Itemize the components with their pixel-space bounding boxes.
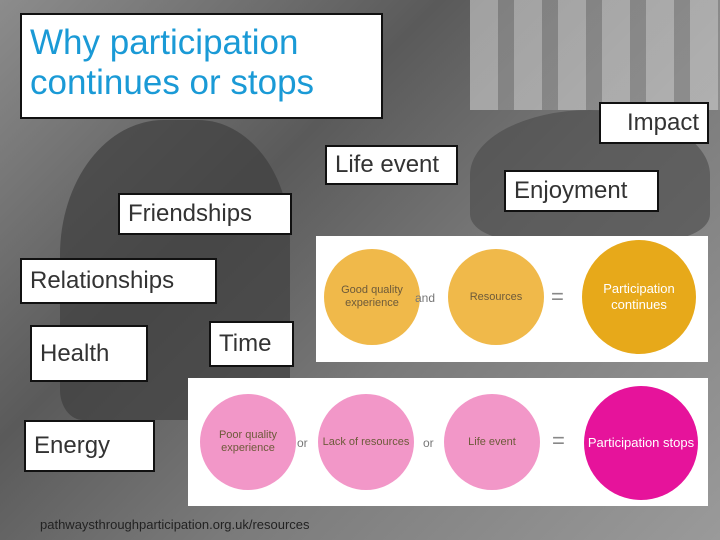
wall-frames	[470, 0, 720, 110]
circle-participation-stops: Participation stops	[584, 386, 698, 500]
diagram-participation-continues: Good quality experience and Resources = …	[316, 236, 708, 362]
label-impact: Impact	[599, 102, 709, 144]
label-relationships: Relationships	[20, 258, 217, 304]
slide-title: Why participation continues or stops	[20, 13, 383, 119]
operator-and: and	[415, 291, 436, 305]
circle-life-event: Life event	[444, 394, 540, 490]
label-energy: Energy	[24, 420, 155, 472]
equals-sign: =	[552, 428, 565, 453]
diagram-participation-stops: Poor quality experience or Lack of resou…	[188, 378, 708, 506]
circle-lack-of-resources: Lack of resources	[318, 394, 414, 490]
operator-or-1: or	[297, 436, 308, 450]
circle-good-quality-experience: Good quality experience	[324, 249, 420, 345]
operator-or-2: or	[423, 436, 434, 450]
label-friendships: Friendships	[118, 193, 292, 235]
circle-poor-quality-experience: Poor quality experience	[200, 394, 296, 490]
equals-sign: =	[551, 284, 564, 309]
circle-resources: Resources	[448, 249, 544, 345]
label-enjoyment: Enjoyment	[504, 170, 659, 212]
label-life-event: Life event	[325, 145, 458, 185]
source-url: pathwaysthroughparticipation.org.uk/reso…	[40, 517, 310, 532]
circle-participation-continues: Participation continues	[582, 240, 696, 354]
label-time: Time	[209, 321, 294, 367]
label-health: Health	[30, 325, 148, 382]
